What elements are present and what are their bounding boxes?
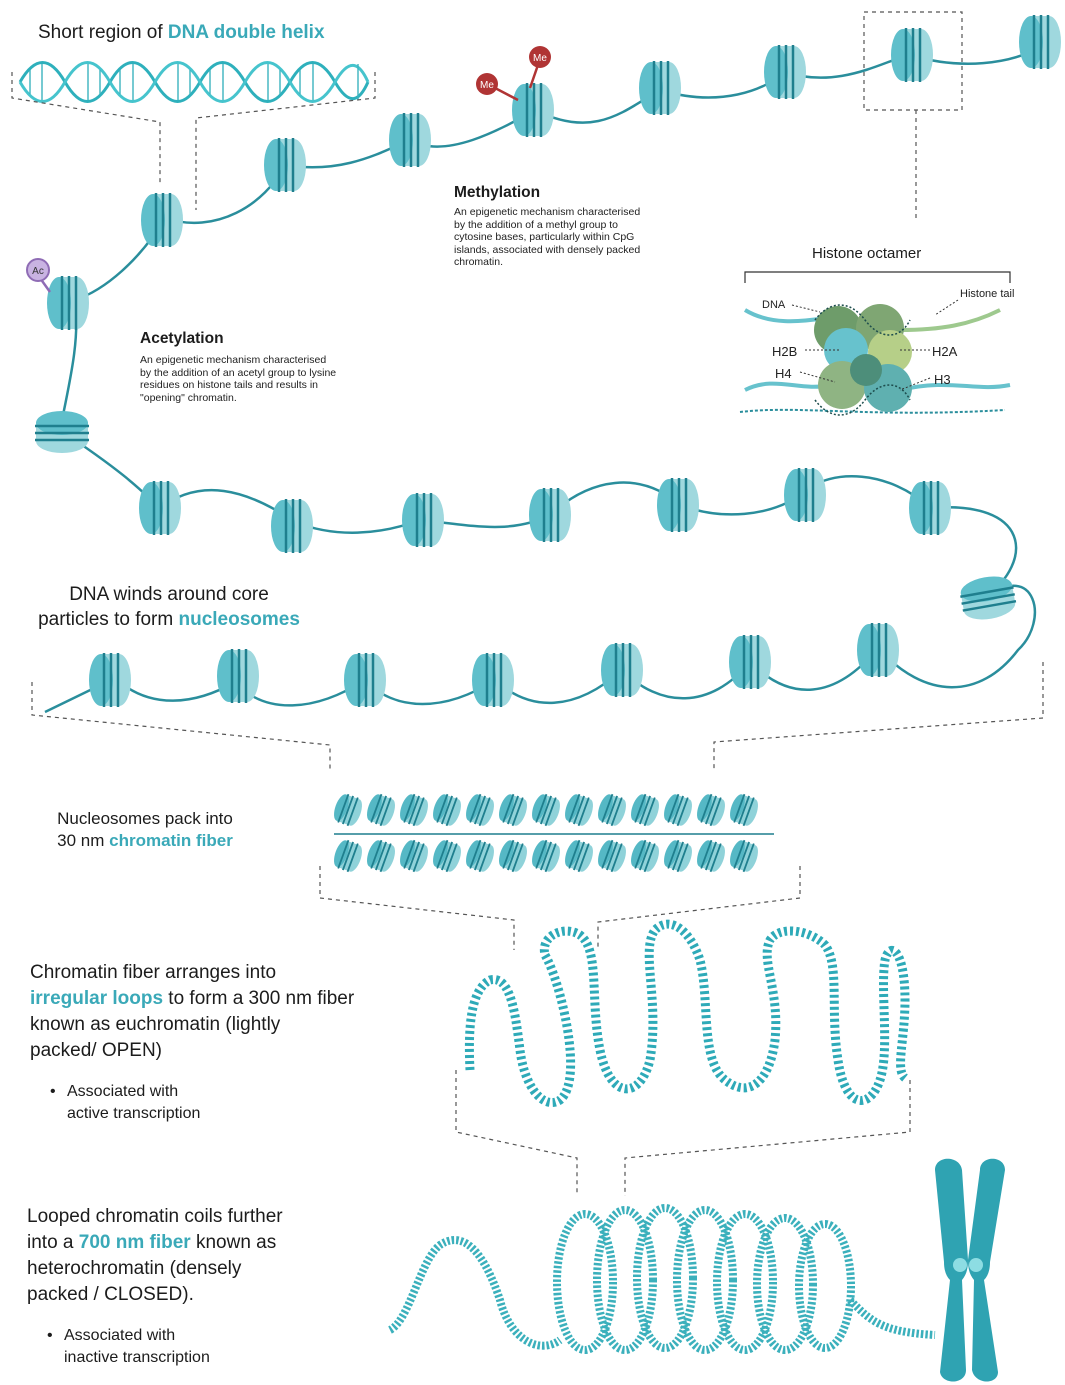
chromatin-fiber-caption: Nucleosomes pack into 30 nm chromatin fi… bbox=[30, 808, 260, 852]
fiber-nucleosome bbox=[331, 791, 366, 828]
fiber-nucleosome bbox=[727, 791, 762, 828]
fiber-nucleosome bbox=[727, 837, 762, 874]
fiber-nucleosome bbox=[496, 837, 531, 874]
histone-octamer-title: Histone octamer bbox=[812, 245, 921, 262]
fiber-nucleosome bbox=[694, 791, 729, 828]
fiber-nucleosome bbox=[595, 791, 630, 828]
heterochromatin-bullet: • Associated with inactive transcription bbox=[64, 1325, 210, 1369]
fiber-nucleosome bbox=[595, 837, 630, 874]
fiber-nucleosome bbox=[694, 837, 729, 874]
methyl-tag-1: Me bbox=[480, 80, 494, 91]
methyl-tag-2: Me bbox=[533, 53, 547, 64]
fiber-nucleosome bbox=[562, 791, 597, 828]
chromatin-fiber-30nm bbox=[331, 791, 774, 874]
euchromatin-bullet: • Associated with active transcription bbox=[67, 1081, 200, 1125]
fiber-nucleosome bbox=[661, 791, 696, 828]
irregular-loops-300nm bbox=[469, 924, 905, 1102]
octamer-bracket bbox=[745, 272, 1010, 283]
methylation-title: Methylation bbox=[454, 184, 540, 202]
octamer-label-h3: H3 bbox=[934, 372, 951, 387]
fiber-nucleosome bbox=[331, 837, 366, 874]
fiber-nucleosome bbox=[364, 791, 399, 828]
octamer-label-h2b: H2B bbox=[772, 344, 797, 359]
fiber-nucleosome bbox=[562, 837, 597, 874]
fiber-nucleosome bbox=[529, 791, 564, 828]
fiber-nucleosome bbox=[661, 837, 696, 874]
octamer-label-h4: H4 bbox=[775, 366, 792, 381]
heterochromatin-caption: Looped chromatin coils further into a 70… bbox=[27, 1204, 407, 1308]
acetylation-title: Acetylation bbox=[140, 330, 224, 348]
histone-octamer-illustration: DNA Histone tail H2B H2A H4 H3 bbox=[740, 288, 1014, 415]
dna-helix-icon bbox=[20, 63, 368, 102]
fiber-nucleosome bbox=[364, 837, 399, 874]
fiber-nucleosome bbox=[628, 791, 663, 828]
fiber-nucleosome bbox=[628, 837, 663, 874]
fiber-nucleosome bbox=[496, 791, 531, 828]
fiber-nucleosome bbox=[397, 791, 432, 828]
acetylation-description: An epigenetic mechanism characterised by… bbox=[140, 354, 390, 404]
fiber-nucleosome bbox=[430, 837, 465, 874]
dna-helix-caption: Short region of DNA double helix bbox=[38, 20, 325, 45]
fiber-nucleosome bbox=[463, 837, 498, 874]
coiled-fiber-700nm bbox=[390, 1208, 935, 1350]
octamer-label-tail: Histone tail bbox=[960, 288, 1014, 300]
fiber-nucleosome bbox=[430, 791, 465, 828]
fiber-nucleosome bbox=[463, 791, 498, 828]
chromosome-icon bbox=[935, 1159, 1005, 1382]
octamer-label-h2a: H2A bbox=[932, 344, 958, 359]
octamer-label-dna: DNA bbox=[762, 299, 786, 311]
methylation-description: An epigenetic mechanism characterised by… bbox=[454, 206, 684, 269]
euchromatin-caption: Chromatin fiber arranges into irregular … bbox=[30, 960, 430, 1064]
svg-text:Ac: Ac bbox=[32, 266, 44, 277]
acetyl-tag: Ac bbox=[27, 259, 50, 292]
fiber-nucleosome bbox=[529, 837, 564, 874]
nucleosomes-caption: DNA winds around core particles to form … bbox=[14, 582, 324, 632]
fiber-nucleosome bbox=[397, 837, 432, 874]
